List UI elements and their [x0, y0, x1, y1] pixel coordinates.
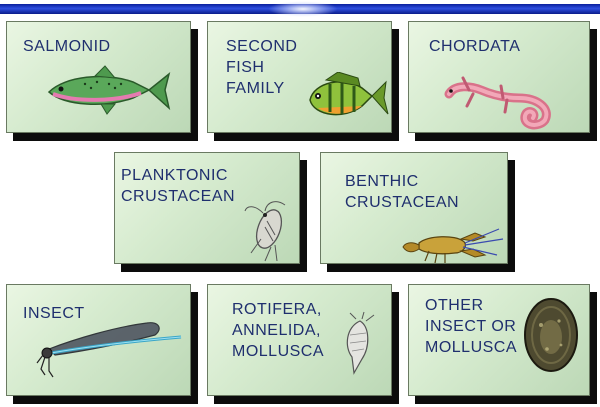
- card-other-insect-or-mollusca[interactable]: OTHER INSECT OR MOLLUSCA: [408, 284, 590, 396]
- card-chordata[interactable]: CHORDATA: [408, 21, 590, 133]
- card-rotifera-annelida-mollusca[interactable]: ROTIFERA, ANNELIDA, MOLLUSCA: [207, 284, 392, 396]
- card-label: ROTIFERA, ANNELIDA, MOLLUSCA: [232, 299, 324, 362]
- card-label: OTHER INSECT OR MOLLUSCA: [425, 295, 517, 358]
- sunfish-icon: [304, 72, 390, 128]
- fish-icon: [45, 62, 175, 118]
- dragonfly-icon: [35, 319, 185, 381]
- card-label: CHORDATA: [429, 36, 520, 57]
- mussel-icon: [519, 295, 583, 377]
- crayfish-icon: [399, 225, 505, 265]
- header-glow: [268, 1, 338, 17]
- plankton-icon: [241, 199, 297, 263]
- salamander-icon: [441, 72, 557, 130]
- header-bar: [0, 4, 600, 14]
- card-label: SALMONID: [23, 36, 111, 57]
- card-label: BENTHIC CRUSTACEAN: [345, 171, 459, 213]
- rotifer-icon: [334, 311, 382, 377]
- card-benthic-crustacean[interactable]: BENTHIC CRUSTACEAN: [320, 152, 508, 264]
- card-second-fish-family[interactable]: SECOND FISH FAMILY: [207, 21, 392, 133]
- card-label: SECOND FISH FAMILY: [226, 36, 297, 99]
- card-insect[interactable]: INSECT: [6, 284, 191, 396]
- card-salmonid[interactable]: SALMONID: [6, 21, 191, 133]
- card-label: PLANKTONIC CRUSTACEAN: [121, 165, 235, 207]
- card-planktonic-crustacean[interactable]: PLANKTONIC CRUSTACEAN: [114, 152, 300, 264]
